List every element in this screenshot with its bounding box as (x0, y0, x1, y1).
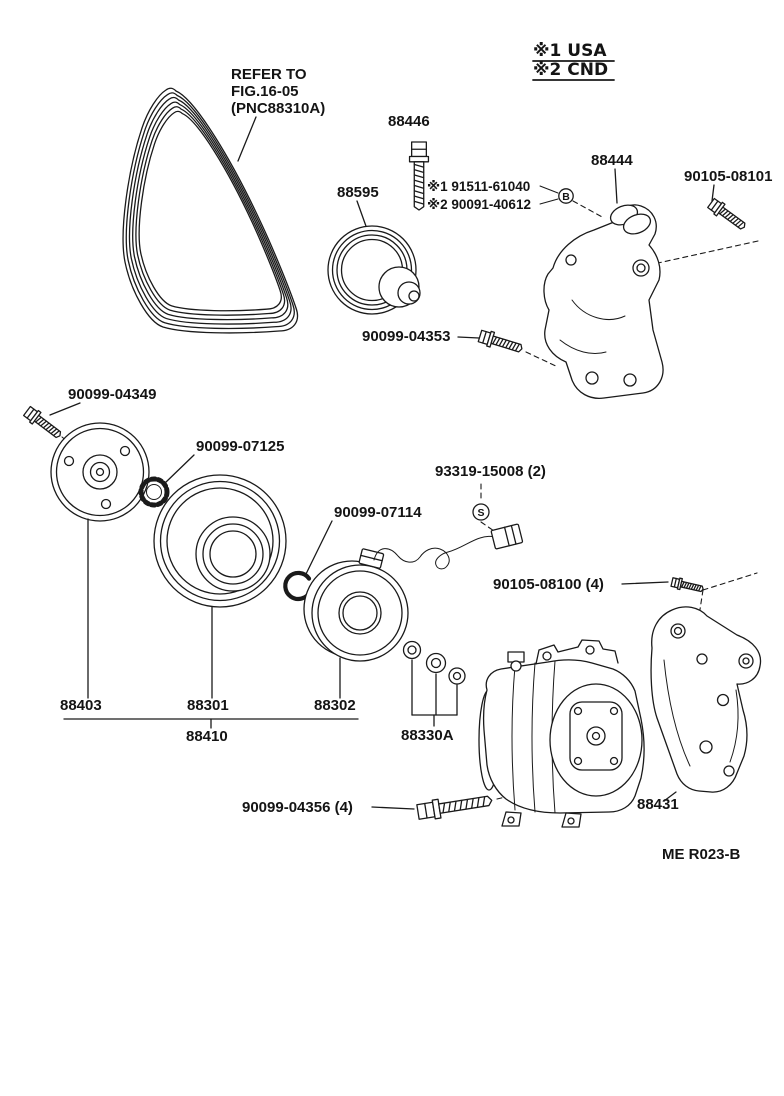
compressor-top-fitting (535, 639, 619, 665)
label-88330A: 88330A (401, 727, 454, 744)
region-notes: ※1 USA ※2 CND (532, 41, 615, 81)
leader-line (621, 581, 669, 585)
label-90099-07114: 90099-07114 (334, 504, 422, 521)
label-90099-04353: 90099-04353 (362, 328, 450, 345)
idler-pulley-88595: 88595 (327, 184, 421, 315)
label-90099-04356: 90099-04356 (4) (242, 799, 353, 816)
coil-88302 (303, 535, 496, 662)
label-88595: 88595 (337, 184, 379, 201)
bolt-notes: ※1 91511-61040 ※2 90091-40612 B (427, 179, 574, 212)
bolt-90099-04353: 90099-04353 (362, 328, 525, 357)
drive-belt (122, 87, 299, 334)
label-93319-15008: 93319-15008 (2) (435, 463, 546, 480)
leader-line (457, 336, 480, 339)
circled-b-letter: B (562, 191, 570, 203)
leader-line (539, 185, 559, 194)
assembly-callouts: 88403 88301 88302 88410 (60, 518, 359, 745)
circled-s-marker (472, 503, 490, 521)
label-90099-04349: 90099-04349 (68, 386, 156, 403)
leader-line (164, 454, 195, 484)
leader-line (371, 806, 415, 810)
bolt-icon (415, 790, 495, 823)
circled-b-marker (558, 188, 574, 204)
leader-line (49, 402, 81, 416)
circled-s-letter: S (477, 507, 484, 519)
label-88410: 88410 (186, 728, 228, 745)
bracket-88444: 88444 (543, 152, 664, 399)
leader-line (539, 198, 559, 205)
leader-lines (411, 659, 458, 727)
refer-note-line2: FIG.16-05 (231, 83, 299, 100)
bolt-note-usa: ※1 91511-61040 (427, 179, 530, 194)
refer-note-line3: (PNC88310A) (231, 100, 325, 117)
label-88431: 88431 (637, 796, 679, 813)
label-90105-08101: 90105-08101 (684, 168, 772, 185)
label-88446: 88446 (388, 113, 430, 130)
snap-ring-90099-07114: 90099-07114 (283, 504, 422, 602)
coil-terminal (358, 548, 385, 569)
lock-washer-90099-07125: 90099-07125 (138, 438, 284, 508)
label-88444: 88444 (591, 152, 633, 169)
label-88301: 88301 (187, 697, 229, 714)
leader-line (356, 200, 368, 230)
bolt-90099-04356: 90099-04356 (4) (242, 790, 495, 823)
connector-93319: 93319-15008 (2) S (435, 463, 546, 550)
bolt-icon (670, 576, 705, 596)
washers-88330A: 88330A (401, 640, 466, 744)
wire-connector (490, 523, 524, 550)
region-note-usa: ※1 USA (533, 41, 607, 61)
refer-note-line1: REFER TO (231, 66, 307, 83)
bolt-90105-08101: 90105-08101 (684, 168, 772, 234)
leader-line (614, 168, 618, 204)
label-88302: 88302 (314, 697, 356, 714)
bolt-88446: 88446 (388, 113, 430, 211)
leader-lines (63, 518, 359, 729)
bolt-icon (477, 328, 525, 357)
compressor-body (478, 639, 645, 828)
bolt-90099-04349: 90099-04349 (22, 386, 156, 443)
leader-line (711, 184, 715, 202)
bracket-88431: 88431 (637, 606, 762, 813)
label-90105-08100: 90105-08100 (4) (493, 576, 604, 593)
clutch-hub-88403 (50, 422, 150, 522)
bolt-90105-08100: 90105-08100 (4) (493, 576, 705, 596)
region-note-cnd: ※2 CND (533, 60, 608, 80)
coil-wire (373, 535, 496, 570)
bolt-icon (22, 404, 65, 443)
figure-code: ME R023-B (662, 846, 741, 863)
label-88403: 88403 (60, 697, 102, 714)
leader-line (305, 520, 333, 575)
refer-note: REFER TO FIG.16-05 (PNC88310A) (231, 66, 325, 162)
bolt-icon (408, 141, 430, 211)
bolt-note-cnd: ※2 90091-40612 (427, 197, 531, 212)
bolt-icon (706, 196, 750, 234)
leader-line (663, 791, 677, 802)
pulley-88301 (153, 474, 287, 608)
label-90099-07125: 90099-07125 (196, 438, 284, 455)
leader-line (237, 116, 257, 162)
